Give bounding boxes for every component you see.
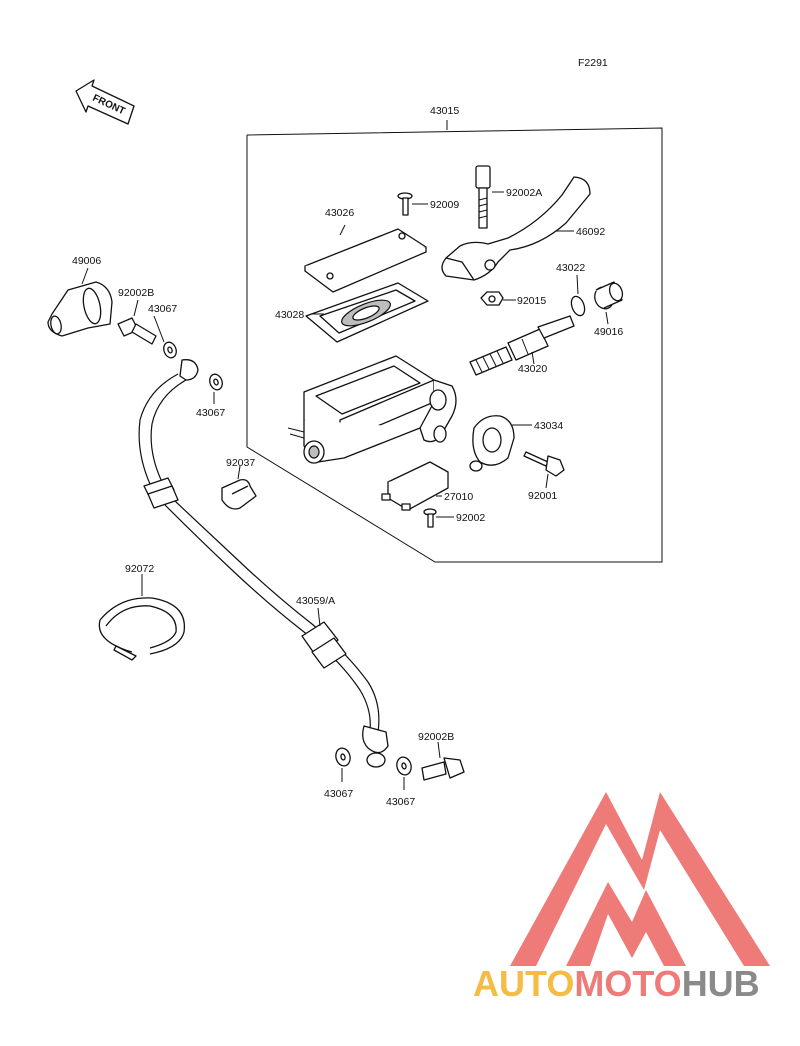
label-assembly: 43015 — [430, 105, 459, 117]
label-piston: 43020 — [518, 363, 547, 375]
label-circlip: 43022 — [556, 262, 585, 274]
label-washer-b: 43067 — [196, 407, 225, 419]
switch-screw — [423, 508, 437, 528]
cap-screw — [397, 192, 413, 216]
front-arrow-icon: FRONT — [75, 79, 135, 125]
washer-a — [163, 341, 177, 359]
watermark-part-moto: MOTO — [574, 963, 681, 1004]
brake-lever — [441, 176, 591, 281]
label-lever: 46092 — [576, 226, 605, 238]
label-nut: 92015 — [517, 295, 546, 307]
svg-text:AUTOMOTOHUB: AUTOMOTOHUB — [473, 963, 760, 1004]
brake-hose — [138, 359, 389, 768]
label-washer-d: 43067 — [386, 796, 415, 808]
label-hose: 43059/A — [296, 595, 335, 607]
hose-clip — [221, 478, 257, 510]
label-cap: 43026 — [325, 207, 354, 219]
assembly-outline — [246, 120, 663, 563]
watermark-part-hub: HUB — [682, 963, 760, 1004]
label-screw-cap: 92009 — [430, 199, 459, 211]
washer-c — [335, 747, 351, 767]
washer-b — [209, 373, 223, 391]
dust-boot — [594, 281, 624, 310]
brake-light-switch — [381, 461, 449, 511]
label-washer-a: 43067 — [148, 303, 177, 315]
automotohub-logo: AUTOMOTOHUB — [473, 792, 770, 1004]
label-band: 92072 — [125, 563, 154, 575]
diagram-code: F2291 — [578, 57, 608, 69]
banjo-bolt-top — [117, 317, 157, 345]
master-cylinder-body — [287, 355, 457, 464]
piston-assembly — [469, 315, 575, 376]
handlebar-clamp — [469, 415, 515, 472]
banjo-cover — [47, 281, 113, 337]
label-clamp-bolt: 92001 — [528, 490, 557, 502]
label-washer-c: 43067 — [324, 788, 353, 800]
label-cover: 49006 — [72, 255, 101, 267]
label-boot: 49016 — [594, 326, 623, 338]
label-banjo-bolt-top: 92002B — [118, 287, 154, 299]
label-diaphragm: 43028 — [275, 309, 304, 321]
banjo-bolt-bottom — [421, 757, 465, 781]
label-clip: 92037 — [226, 457, 255, 469]
label-clamp: 43034 — [534, 420, 563, 432]
label-switch-screw: 92002 — [456, 512, 485, 524]
watermark-part-auto: AUTO — [473, 963, 574, 1004]
pivot-nut — [480, 291, 504, 306]
label-pivot-bolt: 92002A — [506, 187, 542, 199]
clamp-bolt — [523, 451, 565, 477]
label-switch: 27010 — [444, 491, 473, 503]
pivot-bolt — [475, 165, 491, 229]
diaphragm — [305, 282, 429, 343]
hose-band — [98, 597, 186, 661]
washer-d — [396, 756, 412, 776]
reservoir-cap — [304, 228, 427, 293]
label-banjo-bolt-bottom: 92002B — [418, 731, 454, 743]
circlip — [570, 295, 586, 317]
